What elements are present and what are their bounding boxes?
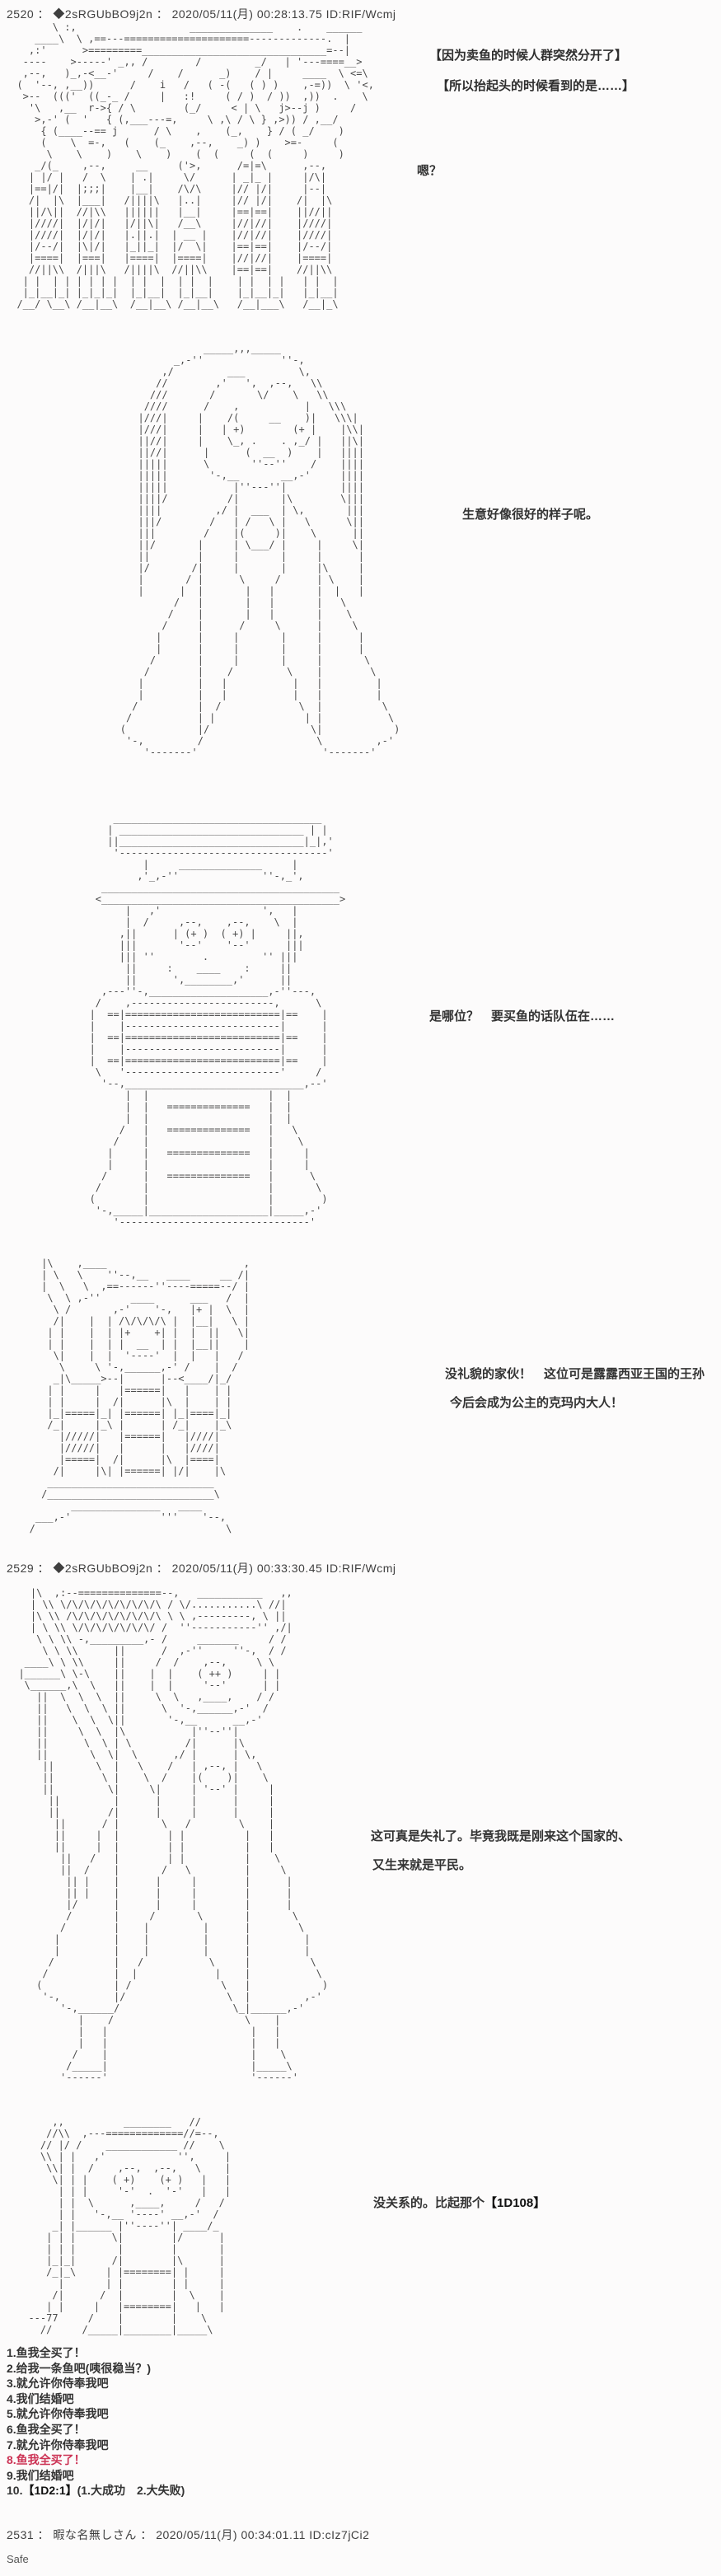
dice-option-7: 7.就允许你侍奉我吧	[7, 2438, 109, 2452]
ascii-art-market-crowd: \ :, ______________ . ______ ____\ \ ,==…	[16, 21, 374, 310]
dialogue-hmm: 嗯？	[417, 164, 442, 178]
dialogue-who-are-you: 是哪位？ 要买鱼的话队伍在……	[429, 1009, 616, 1023]
dice-option-3: 3.就允许你侍奉我吧	[7, 2377, 109, 2391]
dice-option-2: 2.给我一条鱼吧(咦很稳当？)	[7, 2361, 151, 2375]
ascii-art-longhair-girl: _____,,,_____ _,-'' ''-, ,/ ___ \, // ,'…	[119, 343, 400, 758]
result-prefix: 10.	[7, 2484, 23, 2498]
ascii-art-fishmonger-stall: ___________________________________ | __…	[89, 813, 346, 1228]
dice-option-4: 4.我们结婚吧	[7, 2391, 74, 2405]
narration-line-2: 【所以抬起头的时候看到的是……】	[437, 79, 635, 93]
result-outcomes: (1.大成功 2.大失败)	[77, 2484, 185, 2498]
post-header-2529: 2529 ： ◆2sRGUbBO9j2n ： 2020/05/11(月) 00:…	[7, 1562, 396, 1575]
dialogue-future-princess: 今后会成为公主的克玛内大人！	[450, 1396, 624, 1410]
dice-option-10-result: 10.【1D2:1】(1.大成功 2.大失败)	[7, 2483, 185, 2499]
dice-option-8-selected: 8.鱼我全买了！	[7, 2453, 86, 2467]
reply-safe: Safe	[7, 2553, 29, 2565]
dice-option-list: 1.鱼我全买了！ 2.给我一条鱼吧(咦很稳当？) 3.就允许你侍奉我吧 4.我们…	[7, 2345, 185, 2499]
dice-roll-1d2: 【1D2:1】	[22, 2484, 77, 2498]
dialogue-rude-fellow: 没礼貌的家伙！ 这位可是露露西亚王国的王孙	[445, 1367, 705, 1381]
dice-option-5: 5.就允许你侍奉我吧	[7, 2407, 109, 2421]
narration-line-1: 【因为卖鱼的时候人群突然分开了】	[429, 49, 628, 63]
post-header-2520: 2520 ： ◆2sRGUbBO9j2n ： 2020/05/11(月) 00:…	[7, 7, 396, 21]
ascii-art-raised-arm: ,, ________ // //\\ ,---=============//=…	[28, 2116, 232, 2335]
dialogue-excuse-me-1: 这可真是失礼了。毕竟我既是刚来这个国家的、	[371, 1829, 631, 1843]
dialogue-business-good: 生意好像很好的样子呢。	[462, 508, 599, 522]
dice-option-1: 1.鱼我全买了！	[7, 2346, 86, 2359]
dialogue-never-mind: 没关系的。比起那个【1D108】	[373, 2194, 545, 2211]
ascii-art-knight: |\ ,____ , | \ \ ''--,__ ____ __ /| | \ …	[29, 1258, 250, 1534]
post-header-2531: 2531 ： 暇な名無しさん ： 2020/05/11(月) 00:34:01.…	[7, 2528, 370, 2541]
dialogue-excuse-me-2: 又生来就是平民。	[372, 1858, 472, 1872]
dice-option-9: 9.我们结婚吧	[7, 2468, 74, 2482]
ascii-art-bowing-scene: |\ ,:--==============--, ___________ ,, …	[18, 1587, 329, 2083]
dialogue-never-mind-text: 没关系的。比起那个	[373, 2196, 485, 2210]
dice-roll-1d108: 【1D108】	[485, 2196, 546, 2210]
dice-option-6: 6.鱼我全买了！	[7, 2422, 86, 2436]
